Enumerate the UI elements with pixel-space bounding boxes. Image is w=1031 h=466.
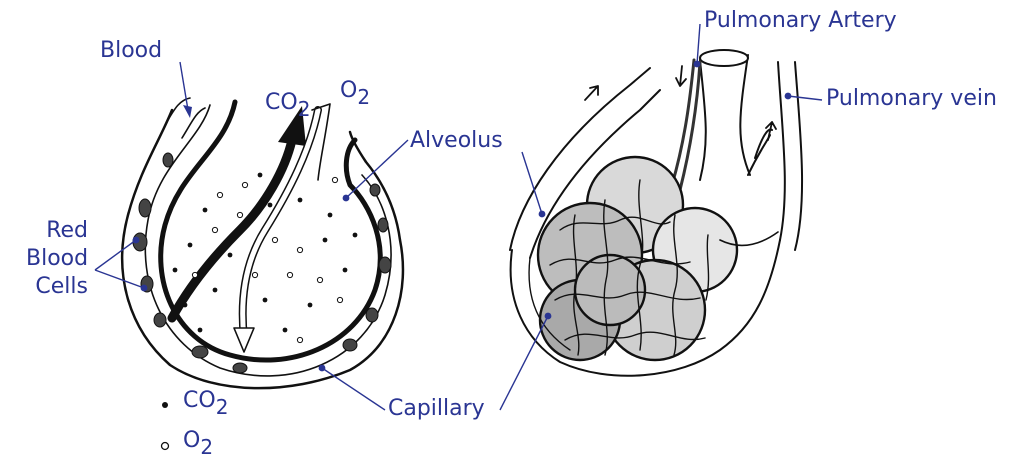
legend-co2-dot: [162, 402, 168, 408]
legend-co2-sub: 2: [216, 395, 229, 419]
label-red: Red: [36, 220, 88, 242]
legend-co2-text: CO: [183, 388, 216, 413]
label-o2-main-text: O: [340, 78, 357, 103]
alveolus-middle-wall: [145, 105, 391, 376]
label-co2-main: CO2: [265, 92, 310, 114]
label-alveolus: Alveolus: [410, 130, 503, 152]
leader-capillary-left: [322, 368, 385, 410]
legend-o2-text: O: [183, 428, 200, 453]
legend-o2-label: O2: [183, 430, 213, 452]
flow-arrow-left: [585, 86, 598, 100]
label-o2-main: O2: [340, 80, 370, 102]
alveolus-cross-section: [122, 98, 403, 388]
label-co2-main-text: CO: [265, 90, 298, 115]
pulmonary-vein-tube: [778, 62, 802, 250]
label-o2-main-sub: 2: [357, 85, 370, 109]
leader-rbc-2: [95, 270, 144, 288]
legend-co2-label: CO2: [183, 390, 228, 412]
alveolar-sac: [510, 50, 802, 376]
leader-rbc-1: [95, 240, 136, 270]
label-capillary: Capillary: [388, 398, 485, 420]
legend-o2-sub: 2: [200, 435, 213, 459]
flow-arrow-down: [676, 66, 686, 86]
alveolus-inner-wall: [161, 102, 381, 360]
label-blood-rbc: Blood: [26, 248, 88, 270]
label-pulmonary-artery: Pulmonary Artery: [704, 10, 897, 32]
label-blood: Blood: [100, 40, 162, 62]
o2-arrowhead: [234, 328, 254, 352]
legend-o2-dot: [162, 443, 169, 450]
leader-capillary-right: [500, 316, 548, 410]
label-co2-main-sub: 2: [298, 97, 311, 121]
central-vessel: [700, 55, 750, 180]
co2-path-arrow: [172, 140, 292, 318]
capillary-outer-wall: [122, 110, 403, 388]
leader-pulmonary-vein: [788, 96, 822, 100]
label-cells: Cells: [28, 276, 88, 298]
label-pulmonary-vein: Pulmonary vein: [826, 88, 997, 110]
